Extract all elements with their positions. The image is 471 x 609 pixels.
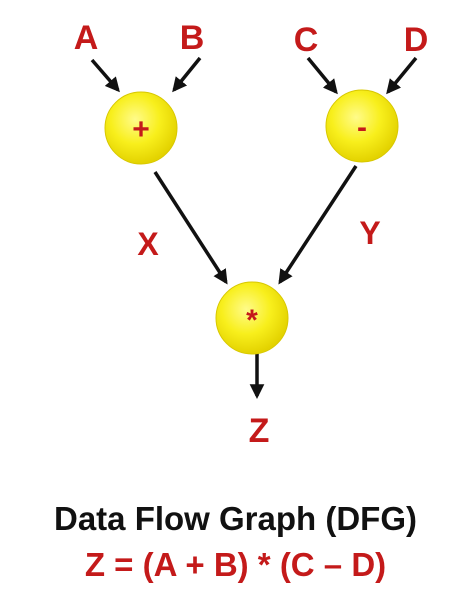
output-label-z: Z	[249, 412, 270, 450]
sub-node: -	[325, 89, 399, 163]
edge-label-y: Y	[359, 215, 380, 251]
edge-d-to-sub	[386, 56, 418, 95]
edge-y-sub-to-mul	[278, 165, 358, 285]
edge-a-to-add	[90, 58, 120, 93]
input-label-a: A	[74, 19, 99, 57]
add-operator-label: +	[132, 113, 150, 146]
sub-operator-label: -	[357, 111, 367, 144]
input-label-d: D	[404, 21, 429, 59]
edge-label-x: X	[137, 226, 159, 262]
mul-operator-label: *	[246, 304, 258, 337]
edge-x-add-to-mul	[153, 171, 228, 285]
diagram-equation: Z = (A + B) * (C – D)	[84, 546, 387, 583]
diagram-title: Data Flow Graph (DFG)	[54, 500, 417, 537]
edge-b-to-add	[172, 56, 202, 93]
mul-node: *	[215, 281, 289, 355]
data-flow-graph: A B C D + - * X Y Z	[74, 19, 429, 450]
input-label-b: B	[180, 19, 205, 57]
edge-c-to-sub	[306, 56, 338, 95]
input-label-c: C	[294, 21, 319, 59]
add-node: +	[104, 91, 178, 165]
